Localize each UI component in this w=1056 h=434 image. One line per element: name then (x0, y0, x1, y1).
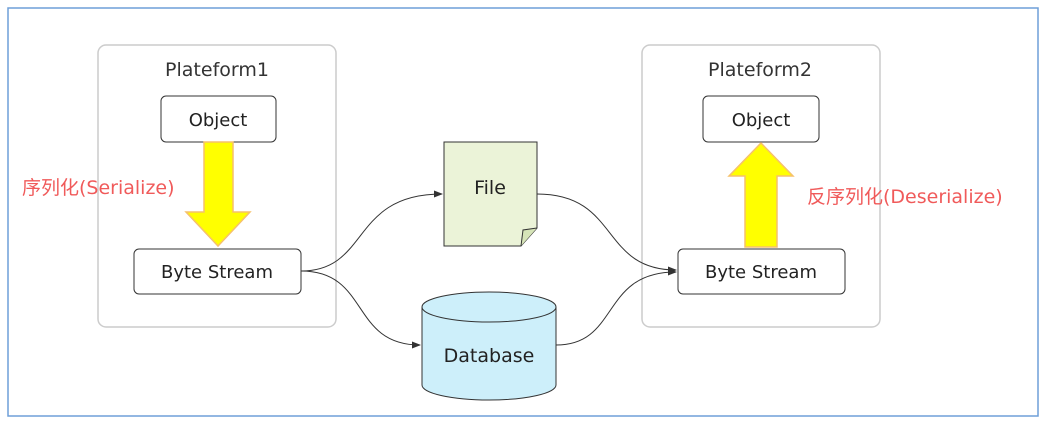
platform1-group: Plateform1 Object Byte Stream (97, 44, 337, 328)
platform1-title: Plateform1 (165, 59, 269, 81)
platform2-title: Plateform2 (708, 59, 812, 81)
file-fold (520, 227, 538, 247)
database-node: Database (421, 291, 557, 401)
serialize-annotation: 序列化(Serialize) (22, 177, 175, 199)
database-top (421, 291, 557, 323)
connector-database-to-stream (555, 268, 677, 346)
platform2-stream-label: Byte Stream (705, 262, 817, 283)
serialize-arrow (184, 141, 252, 248)
database-label: Database (444, 345, 535, 367)
connector-stream-to-file (300, 190, 443, 272)
connector-file-to-stream (536, 193, 677, 274)
deserialize-arrow (727, 141, 795, 248)
platform1-object-label: Object (189, 110, 248, 131)
platform2-object-label: Object (732, 110, 791, 131)
file-node: File (443, 141, 538, 247)
database-body (421, 307, 557, 401)
platform2-stream-box (677, 248, 846, 295)
platform1-stream-label: Byte Stream (161, 262, 273, 283)
deserialize-annotation: 反序列化(Deserialize) (807, 186, 1003, 208)
connector-stream-to-database (300, 270, 421, 349)
file-label: File (474, 177, 506, 199)
platform2-group: Plateform2 Object Byte Stream (641, 44, 881, 328)
